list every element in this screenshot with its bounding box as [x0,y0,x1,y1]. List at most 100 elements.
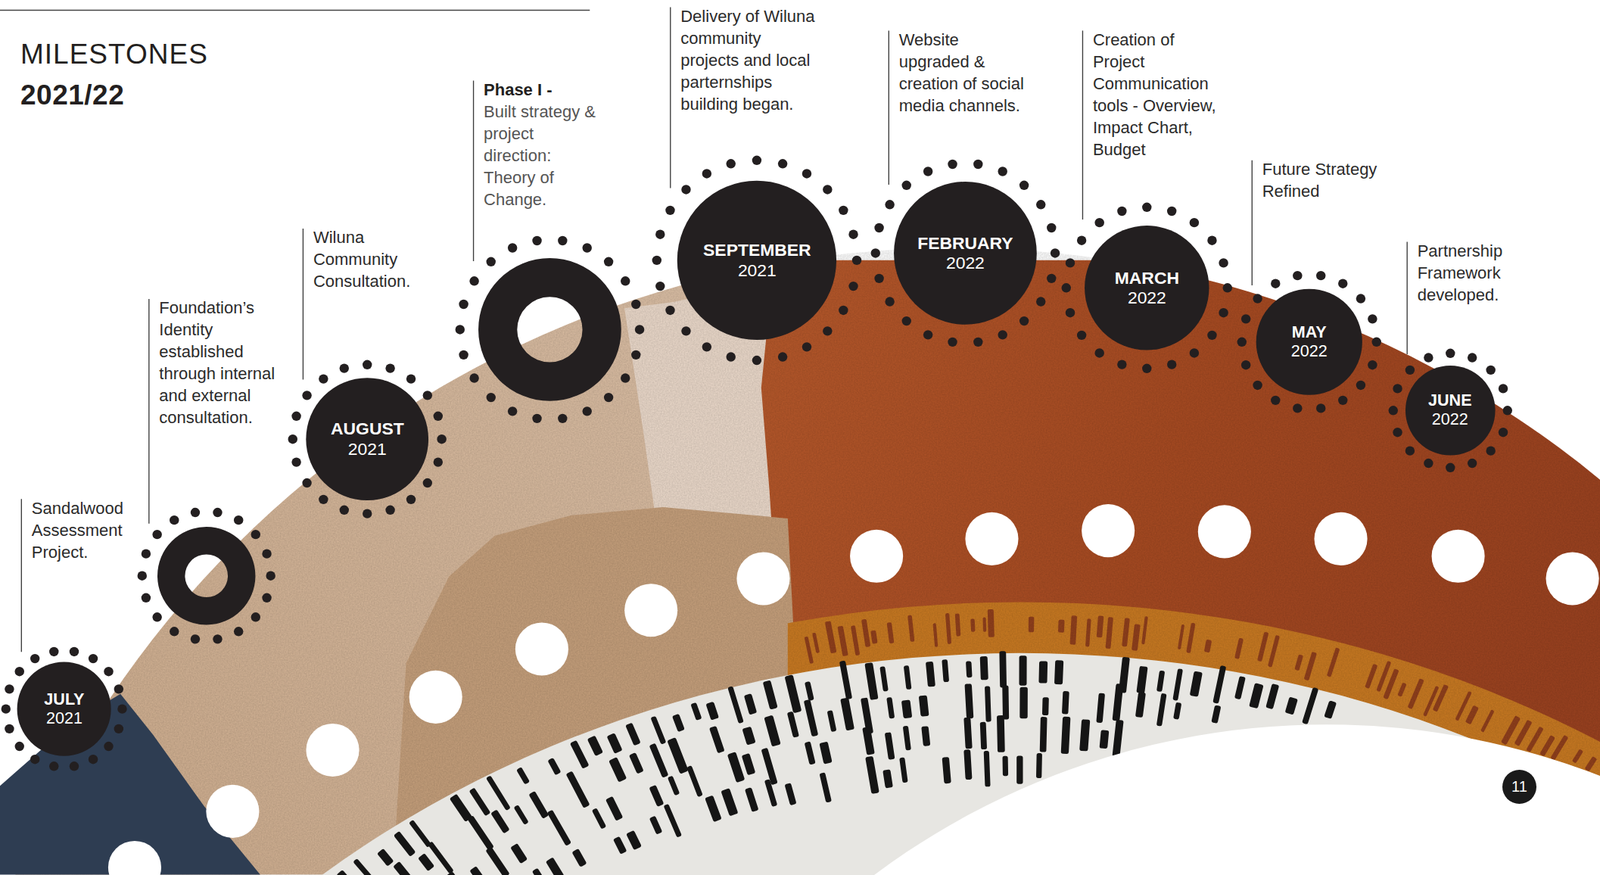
leader-line [1082,30,1084,220]
top-rule [0,9,590,11]
ring-dot [1036,296,1046,306]
brush-dash [1173,702,1182,720]
ring-dot [839,305,849,315]
white-dot [409,670,463,724]
ring-dot [1065,258,1075,268]
ring-dot [459,299,469,309]
brush-dash [1002,684,1009,720]
month-label: JUNE [1428,391,1473,411]
brush-dash [1189,671,1203,698]
leader-line [1407,242,1408,355]
ring-dot [1316,403,1326,413]
brush-dash [336,869,359,875]
milestone-description: Foundation’s Identity established throug… [158,296,298,429]
brush-dash [963,717,972,750]
ring-dot [362,508,372,518]
ring-dot [1445,348,1455,358]
ring-dot [15,666,25,676]
brush-dash [613,836,627,855]
ring-dot [1466,458,1476,468]
year-label: 2022 [946,252,985,273]
ring-dot [507,242,517,253]
brush-dash [469,865,487,875]
month-label: SEPTEMBER [703,239,812,260]
ring-dot [802,342,812,352]
ring-dot [1,704,11,714]
white-dot [515,622,569,676]
ring-dot [250,529,260,539]
milestone-disk [17,662,112,757]
brush-dash [490,809,510,834]
ring-dot [652,255,662,265]
ring-dot [5,724,15,734]
circle-outline [133,503,279,648]
leader-line [473,80,474,262]
brush-dash [485,846,510,875]
brush-dash [704,794,722,822]
brush-dash [1265,683,1280,710]
ring-dot [302,477,312,487]
ring-dot [702,342,712,352]
ring-dot [802,168,812,178]
year-label: 2022 [1291,342,1328,362]
brush-dash [545,856,565,875]
brush-dash [862,726,875,756]
brush-dash [1112,719,1124,757]
ring-dot [261,548,271,558]
ring-dot [1167,359,1177,369]
ring-dot [997,166,1007,176]
brush-dash [1112,683,1124,722]
ring-dot [923,166,933,176]
ring-dot [1356,380,1366,390]
ring-dot [702,168,712,178]
brush-dash [727,685,744,724]
year-range: 2021/22 [20,78,125,113]
brush-dash [608,756,627,783]
circle-core [478,258,622,402]
brush-dash [1054,659,1064,685]
brush-dash [516,766,530,785]
circle-core [157,526,256,625]
ring-dot [507,406,517,416]
milestone-description: Future Strategy Refined [1262,158,1395,203]
circle-core: SEPTEMBER2021 [677,180,837,340]
circle-outline [451,231,648,428]
ring-dot [557,236,567,246]
ring-dot [1392,427,1402,437]
milestone-description-block: Phase I -Built strategy & project direct… [483,78,604,211]
ring-dot [288,434,298,444]
brush-dash [1018,655,1027,685]
brush-dash [445,871,470,875]
brush-dash [1042,697,1050,716]
leader-line [148,298,150,524]
brush-dash [980,722,987,750]
brush-dash [571,848,587,868]
ring-dot [681,184,692,194]
brush-dash [899,756,909,783]
brush-dash [1019,687,1028,720]
circle-core: JUNE2022 [1404,365,1495,456]
brush-dash [1036,753,1043,779]
year-label: 2022 [1127,287,1167,308]
ring-dot [603,392,614,402]
ring-dot [557,414,567,424]
milestone-circle: JUNE2022Partnership Framework developed. [1385,345,1516,477]
page-number: 11 [1502,769,1537,804]
brush-dash [663,803,682,838]
brush-dash [763,715,781,748]
brush-dash [999,650,1007,688]
brush-dash [1039,716,1048,753]
ring-dot [1466,352,1476,362]
ring-dot [486,392,496,402]
brush-dash [672,713,685,732]
milestone-description-block: Foundation’s Identity established throug… [158,296,298,429]
brush-dash [686,765,704,797]
brush-dash [690,702,702,721]
brush-dash [649,784,665,807]
brush-dash [1210,704,1221,723]
ring-dot [136,570,147,580]
milestone-description-block: Sandalwood Assessment Project. [31,497,144,564]
ring-dot [140,592,150,602]
milestone-circle: MARCH2022Creation of Project Communicati… [1058,199,1236,377]
